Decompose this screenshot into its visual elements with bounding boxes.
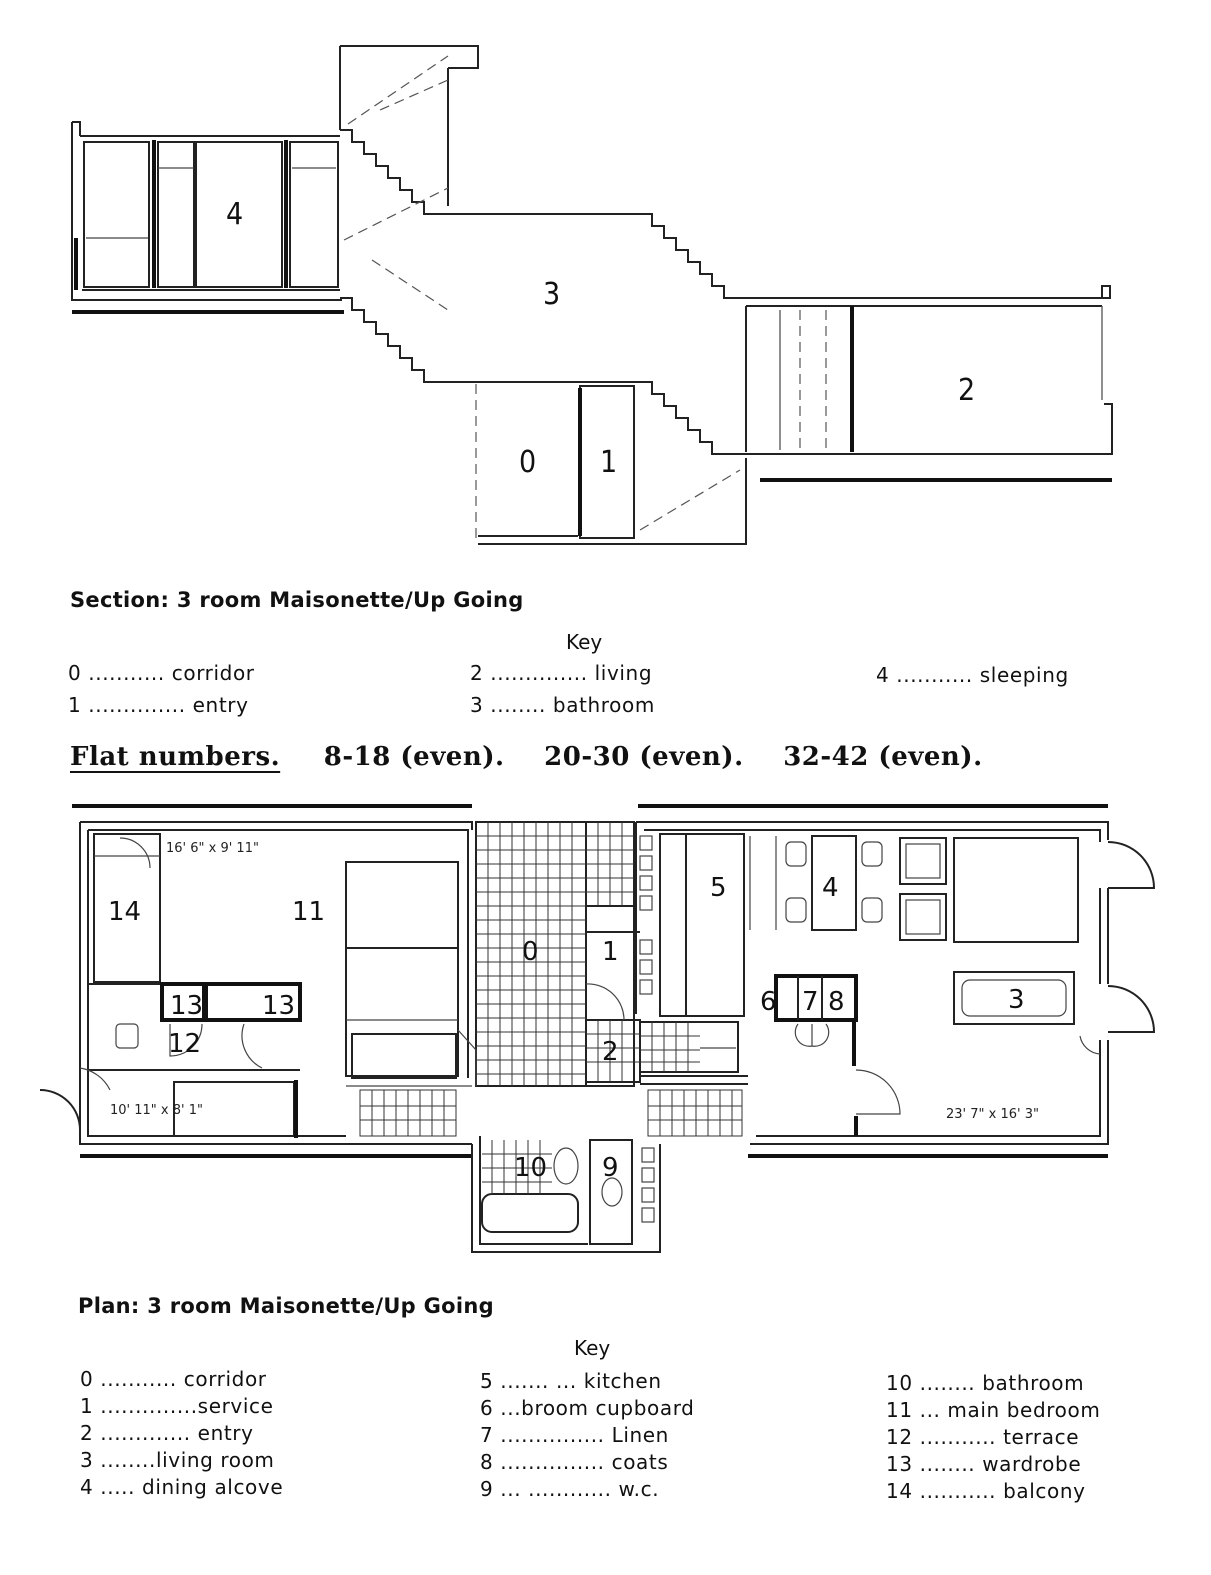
plan-room-10: 10 [514, 1153, 547, 1183]
section-room-0: 0 [519, 445, 536, 480]
plan-room-9: 9 [602, 1153, 619, 1183]
flat-numbers-label: Flat numbers. [70, 742, 281, 772]
plan-key-item-13: 13 ........ wardrobe [886, 1452, 1082, 1476]
plan-drawing [39, 804, 1156, 1253]
plan-room-12: 12 [168, 1029, 201, 1059]
plan-key-item-1: 1 ..............service [80, 1394, 274, 1418]
section-key-item-2: 2 .............. living [470, 661, 653, 685]
plan-key-item-9: 9 ... ............ w.c. [480, 1477, 660, 1501]
plan-key-item-10: 10 ........ bathroom [886, 1371, 1085, 1395]
plan-key-item-12: 12 ........... terrace [886, 1425, 1080, 1449]
plan-room-4: 4 [822, 873, 839, 903]
plan-room-3: 3 [1008, 985, 1025, 1015]
plan-room-2: 2 [602, 1037, 619, 1067]
plan-key-item-11: 11 ... main bedroom [886, 1398, 1101, 1422]
plan-key-item-7: 7 ............... Linen [480, 1423, 669, 1447]
plan-room-13b: 13 [262, 991, 295, 1021]
section-room-1: 1 [600, 445, 617, 480]
plan-dimension-terrace: 10' 11" x 8' 1" [110, 1103, 203, 1118]
plan-room-11: 11 [292, 897, 325, 927]
plan-key-item-4: 4 ..... dining alcove [80, 1475, 284, 1499]
plan-room-5: 5 [710, 873, 727, 903]
plan-room-0: 0 [522, 937, 539, 967]
flat-numbers: Flat numbers. 8-18 (even). 20-30 (even).… [70, 742, 983, 772]
section-room-2: 2 [958, 373, 975, 408]
plan-room-7: 7 [802, 987, 819, 1017]
plan-key-item-5: 5 ....... ... kitchen [480, 1369, 662, 1393]
section-room-4: 4 [226, 197, 243, 232]
plan-room-8: 8 [828, 987, 845, 1017]
flat-range-3: 32-42 (even). [783, 742, 983, 772]
flat-range-1: 8-18 (even). [323, 742, 505, 772]
plan-dimension-living: 23' 7" x 16' 3" [946, 1107, 1039, 1122]
section-key-item-4: 4 ........... sleeping [876, 663, 1069, 687]
flat-range-2: 20-30 (even). [544, 742, 744, 772]
plan-key-item-8: 8 ............... coats [480, 1450, 669, 1474]
section-key-title: Key [566, 630, 603, 654]
plan-key-item-3: 3 ........living room [80, 1448, 275, 1472]
section-key-item-3: 3 ........ bathroom [470, 693, 655, 717]
plan-room-6: 6 [760, 987, 777, 1017]
section-key-item-0: 0 ........... corridor [68, 661, 255, 685]
plan-key-title: Key [574, 1336, 611, 1360]
plan-dimension-bedroom: 16' 6" x 9' 11" [166, 841, 259, 856]
plan-key-item-14: 14 ........... balcony [886, 1479, 1086, 1503]
section-key-item-1: 1 .............. entry [68, 693, 249, 717]
section-drawing [71, 45, 1113, 545]
plan-room-1: 1 [602, 937, 619, 967]
plan-key-item-2: 2 ............. entry [80, 1421, 254, 1445]
plan-key-item-0: 0 ........... corridor [80, 1367, 267, 1391]
section-room-3: 3 [543, 277, 560, 312]
plan-room-14: 14 [108, 897, 141, 927]
plan-key-item-6: 6 ...broom cupboard [480, 1396, 695, 1420]
plan-caption: Plan: 3 room Maisonette/Up Going [78, 1294, 494, 1318]
plan-room-13a: 13 [170, 991, 203, 1021]
section-caption: Section: 3 room Maisonette/Up Going [70, 588, 524, 612]
